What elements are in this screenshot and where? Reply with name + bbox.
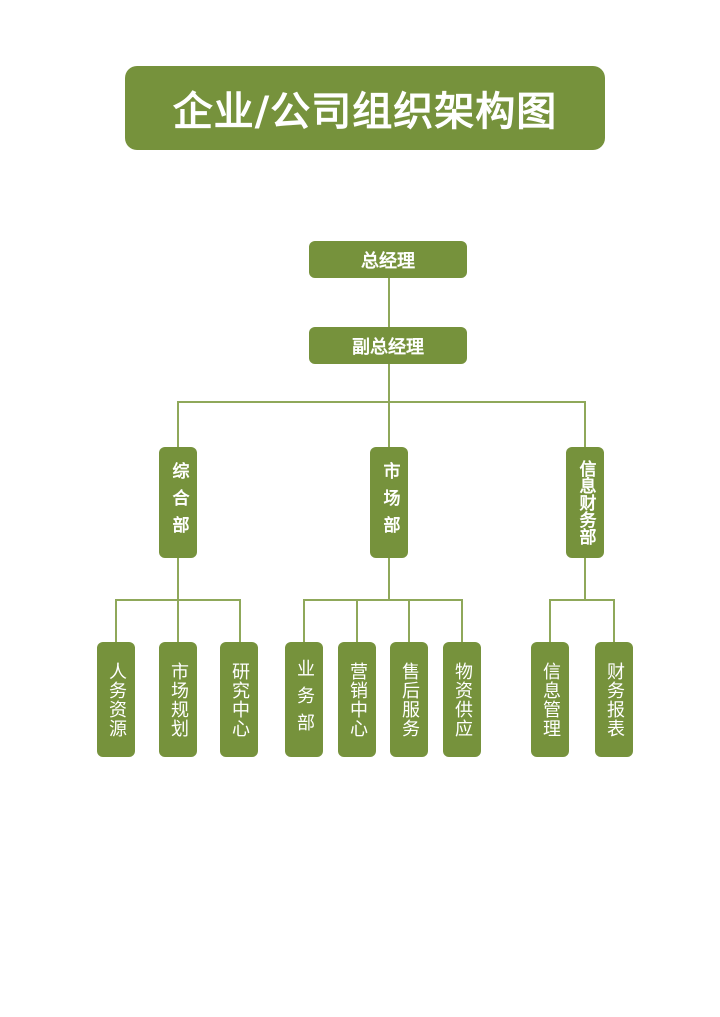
node-research-center: 研究中心 [220, 642, 258, 757]
connector-dept1 [177, 401, 179, 448]
connector-leaf [239, 599, 241, 642]
node-info-management: 信息管理 [531, 642, 569, 757]
connector-leaf [177, 599, 179, 642]
connector-dept-bus [177, 401, 586, 403]
node-label: 信息管理 [540, 661, 561, 738]
node-financial-reports: 财务报表 [595, 642, 633, 757]
node-deputy-general-manager: 副总经理 [309, 327, 467, 364]
node-general-manager: 总经理 [309, 241, 467, 278]
node-label: 研究中心 [229, 661, 250, 738]
connector-dept3 [584, 401, 586, 448]
node-label: 业务部 [294, 659, 315, 740]
node-label: 售后服务 [399, 661, 420, 738]
connector-leaf [408, 599, 410, 642]
connector-dept3-bus [549, 599, 615, 601]
node-label: 市场部 [379, 462, 400, 543]
connector-leaf [461, 599, 463, 642]
connector-dept3-down [584, 558, 586, 601]
node-market-planning: 市场规划 [159, 642, 197, 757]
connector-deputy-bus [388, 363, 390, 403]
node-human-resources: 人务资源 [97, 642, 135, 757]
node-dept-marketing: 市场部 [370, 447, 408, 558]
connector-leaf [303, 599, 305, 642]
node-label: 综合部 [168, 462, 189, 543]
node-label: 总经理 [361, 250, 415, 272]
node-label: 人务资源 [106, 661, 127, 738]
node-material-supply: 物资供应 [443, 642, 481, 757]
node-label: 营销中心 [347, 661, 368, 738]
connector-dept1-down [177, 558, 179, 601]
node-after-sales: 售后服务 [390, 642, 428, 757]
connector-leaf [613, 599, 615, 642]
node-sales-center: 营销中心 [338, 642, 376, 757]
node-business-dept: 业务部 [285, 642, 323, 757]
node-label: 市场规划 [168, 661, 189, 738]
node-label: 副总经理 [352, 336, 424, 358]
connector-dept2-down [388, 558, 390, 601]
connector-leaf [549, 599, 551, 642]
node-label: 信息财务部 [575, 460, 596, 545]
node-dept-info-finance: 信息财务部 [566, 447, 604, 558]
node-dept-general-affairs: 综合部 [159, 447, 197, 558]
connector-dept2-bus [303, 599, 463, 601]
connector-leaf [115, 599, 117, 642]
connector-leaf [356, 599, 358, 642]
connector-gm-deputy [388, 278, 390, 328]
title-banner: 企业/公司组织架构图 [125, 66, 605, 150]
page-title: 企业/公司组织架构图 [172, 89, 558, 135]
node-label: 财务报表 [604, 661, 625, 738]
connector-dept2 [388, 401, 390, 448]
node-label: 物资供应 [452, 661, 473, 738]
